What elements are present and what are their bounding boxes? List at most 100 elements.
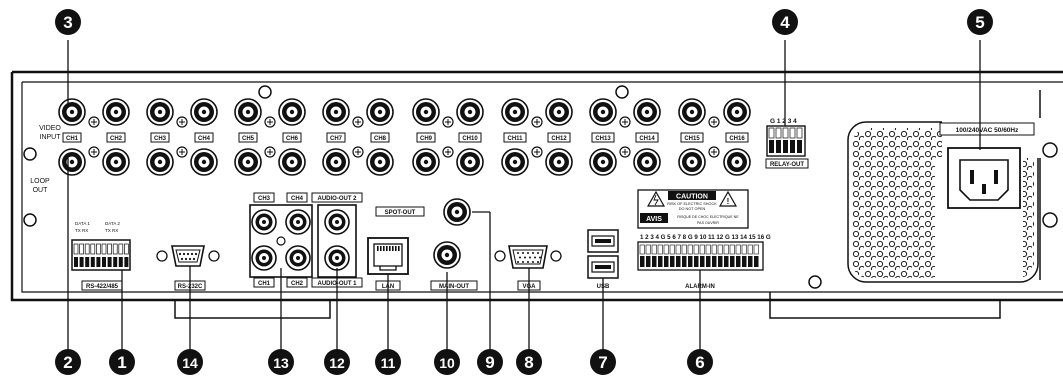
- relay-pins-label: G 1 2 3 4: [770, 118, 797, 125]
- rs232c-port[interactable]: RS-232C: [156, 245, 220, 291]
- video-input-bnc-ch3[interactable]: [146, 98, 174, 126]
- video-input-bnc-ch6[interactable]: [278, 98, 306, 126]
- caution-line2: DO NOT OPEN: [679, 207, 706, 211]
- callout-5: 5: [967, 9, 993, 35]
- channel-label: CH12: [551, 136, 567, 142]
- alarm-in-terminal[interactable]: 1 2 3 4 G 5 6 7 8 G 9 10 11 12 G 13 14 1…: [637, 234, 771, 290]
- loop-out-bnc-ch4[interactable]: [190, 148, 218, 176]
- channel-label: CH10: [462, 136, 478, 142]
- loop-out-bnc-ch16[interactable]: [723, 148, 751, 176]
- video-input-bnc-ch15[interactable]: [678, 98, 706, 126]
- callout-number: 7: [598, 353, 607, 372]
- channel-label: CH8: [374, 136, 387, 142]
- power-rating-label: 100/240VAC 50/60Hz: [956, 127, 1020, 134]
- loop-out-bnc-ch13[interactable]: [589, 148, 617, 176]
- main-out-label: MAIN-OUT: [439, 284, 469, 290]
- video-input-bnc-ch9[interactable]: [412, 98, 440, 126]
- channel-label: CH14: [639, 136, 655, 142]
- loop-out-bnc-ch11[interactable]: [501, 148, 529, 176]
- loop-out-bnc-ch5[interactable]: [234, 148, 262, 176]
- vga-port[interactable]: VGA: [494, 245, 562, 291]
- callout-1: 1: [109, 349, 135, 375]
- video-input-bnc-ch10[interactable]: [456, 98, 484, 126]
- callout-2: 2: [55, 349, 81, 375]
- loop-out-bnc-ch14[interactable]: [633, 148, 661, 176]
- callout-leader-lines: [67, 40, 981, 360]
- callout-number: 3: [63, 13, 72, 32]
- video-input-bnc-ch8[interactable]: [366, 98, 394, 126]
- video-input-bnc-ch14[interactable]: [633, 98, 661, 126]
- panel-screw: [531, 116, 543, 128]
- loop-out-bnc-ch7[interactable]: [322, 148, 350, 176]
- panel-screw: [442, 116, 454, 128]
- video-input-bnc-ch4[interactable]: [190, 98, 218, 126]
- spot-out-label: SPOT-OUT: [385, 210, 416, 216]
- callout-number: 5: [975, 13, 984, 32]
- loop-out-bnc-ch9[interactable]: [412, 148, 440, 176]
- audio-block: CH3 CH4 AUDIO-OUT 2 CH1 CH2 AUDIO-OUT 1: [249, 192, 363, 288]
- loop-out-bnc-ch12[interactable]: [545, 148, 573, 176]
- panel-screw: [88, 146, 100, 158]
- audio-ch2-label: CH2: [291, 281, 304, 287]
- channel-label: CH15: [684, 136, 700, 142]
- loop-out-bnc-ch2[interactable]: [102, 148, 130, 176]
- audio-out1-jack[interactable]: [324, 245, 350, 271]
- video-input-bnc-ch12[interactable]: [545, 98, 573, 126]
- channel-label: CH13: [595, 136, 611, 142]
- channel-label: CH1: [66, 136, 79, 142]
- video-input-bnc-ch13[interactable]: [589, 98, 617, 126]
- chassis-outline: [10, 72, 1063, 302]
- loop-out-bnc-ch10[interactable]: [456, 148, 484, 176]
- alarm-numbers: 1 2 3 4 G 5 6 7 8 G 9 10 11 12 G 13 14 1…: [640, 234, 771, 241]
- rs422-pins2-label: TX RX: [105, 228, 118, 233]
- caution-title: CAUTION: [676, 194, 708, 201]
- video-input-bnc-ch16[interactable]: [723, 98, 751, 126]
- loop-out-bnc-ch15[interactable]: [678, 148, 706, 176]
- audio-in-ch2-jack[interactable]: [285, 245, 311, 271]
- callout-number: 6: [695, 353, 704, 372]
- loop-out-bnc-ch3[interactable]: [146, 148, 174, 176]
- channel-label: CH2: [110, 136, 123, 142]
- spot-out-bnc[interactable]: [443, 198, 471, 226]
- rs422-pins1-label: TX RX: [75, 228, 88, 233]
- callout-number: 10: [439, 355, 455, 371]
- chassis-screw: [258, 85, 272, 99]
- callout-11: 11: [375, 349, 401, 375]
- video-input-bnc-ch7[interactable]: [322, 98, 350, 126]
- caution-avis: AVIS: [646, 216, 662, 223]
- audio-ch4-label: CH4: [291, 196, 304, 202]
- rs422-data1-label: DATA 1: [75, 221, 90, 226]
- callout-10: 10: [434, 349, 460, 375]
- channel-label: CH5: [242, 136, 255, 142]
- spot-out-port[interactable]: SPOT-OUT: [375, 206, 425, 217]
- audio-in-ch1-jack[interactable]: [251, 245, 277, 271]
- chassis-screw: [1042, 212, 1058, 228]
- callout-7: 7: [590, 349, 616, 375]
- channel-label: CH3: [154, 136, 167, 142]
- audio-in-ch3-jack[interactable]: [251, 209, 277, 235]
- video-input-bnc-ch2[interactable]: [102, 98, 130, 126]
- loop-out-bnc-ch8[interactable]: [366, 148, 394, 176]
- caution-avis-line1: RISQUE DE CHOC ELECTRIQUE NE: [677, 215, 739, 219]
- audio-in-ch4-jack[interactable]: [285, 209, 311, 235]
- callout-6: 6: [687, 349, 713, 375]
- video-input-bnc-ch1[interactable]: [58, 98, 86, 126]
- relay-out-terminal[interactable]: G 1 2 3 4 RELAY-OUT: [765, 118, 809, 169]
- chassis-screw: [808, 275, 822, 289]
- main-out-port[interactable]: MAIN-OUT: [430, 280, 478, 291]
- channel-label: CH4: [198, 136, 211, 142]
- rs422-port[interactable]: DATA 1 DATA 2 TX RX TX RX RS-422/485: [71, 221, 131, 291]
- caution-avis-line2: PAS OUVRIR: [697, 221, 719, 225]
- loop-out-bnc-ch1[interactable]: [58, 148, 86, 176]
- audio-out2-jack[interactable]: [324, 209, 350, 235]
- video-input-bnc-ch5[interactable]: [234, 98, 262, 126]
- main-out-bnc[interactable]: [433, 241, 461, 269]
- video-input-bnc-ch11[interactable]: [501, 98, 529, 126]
- loop-out-bnc-ch6[interactable]: [278, 148, 306, 176]
- rs422-label: RS-422/485: [86, 284, 119, 290]
- callout-number: 4: [780, 13, 790, 32]
- panel-screw: [619, 116, 631, 128]
